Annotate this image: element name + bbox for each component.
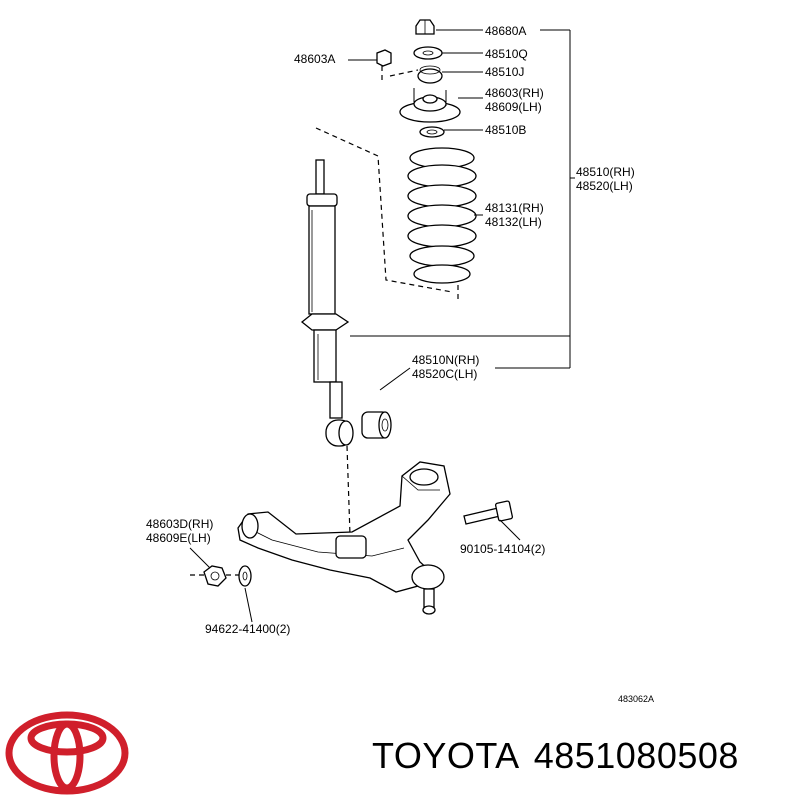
label-48603-rh: 48603(RH) [485,86,544,100]
nut-48680A [415,19,435,35]
logo-vertical-ring [50,720,84,792]
washer-94622 [238,565,252,587]
label-48603D-rh: 48603D(RH) [146,517,213,531]
shock-absorber [300,159,354,447]
label-48603A: 48603A [294,52,335,66]
bushing-48510N [361,411,392,439]
brand-name: TOYOTA [372,735,520,776]
nut-48603D [203,565,227,587]
label-94622: 94622-41400(2) [205,622,290,636]
bolt-90105 [463,500,513,525]
toyota-logo-icon [5,711,129,795]
nut-48603A [376,49,392,67]
washer-48510Q [413,46,443,60]
label-48520-lh: 48520(LH) [576,179,633,193]
label-48520C-lh: 48520C(LH) [412,367,477,381]
drawing-number: 483062A [618,694,654,704]
strut-mount-48603 [399,88,461,123]
label-48131-rh: 48131(RH) [485,201,544,215]
coil-spring-48131 [407,147,477,300]
label-48510-rh: 48510(RH) [576,165,635,179]
cushion-48510J [417,65,443,84]
label-48510N-rh: 48510N(RH) [412,353,479,367]
label-48510J: 48510J [485,65,524,79]
label-48132-lh: 48132(LH) [485,215,542,229]
label-48680A: 48680A [485,24,526,38]
label-48609-lh: 48609(LH) [485,100,542,114]
label-48510Q: 48510Q [485,47,528,61]
insulator-48510B [419,126,445,138]
lower-control-arm [237,461,451,615]
logo-horizontal-ring [27,720,107,756]
leader-lines [189,29,575,623]
footer-part-title: TOYOTA 4851080508 [372,735,753,777]
label-48510B: 48510B [485,123,526,137]
part-number: 4851080508 [533,735,739,776]
label-48609E-lh: 48609E(LH) [146,531,211,545]
label-90105: 90105-14104(2) [460,542,545,556]
